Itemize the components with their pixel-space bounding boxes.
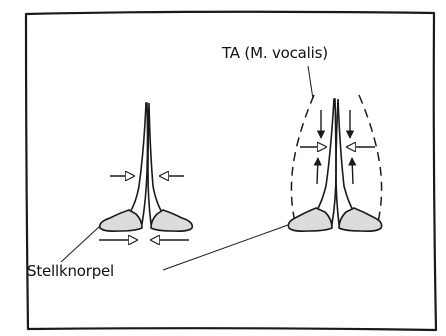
stellknorpel-label: Stellknorpel [27,262,114,280]
right-arrow-up-left [317,158,318,184]
ta-label: TA (M. vocalis) [222,44,328,62]
right-arrow-up-right [352,158,353,184]
